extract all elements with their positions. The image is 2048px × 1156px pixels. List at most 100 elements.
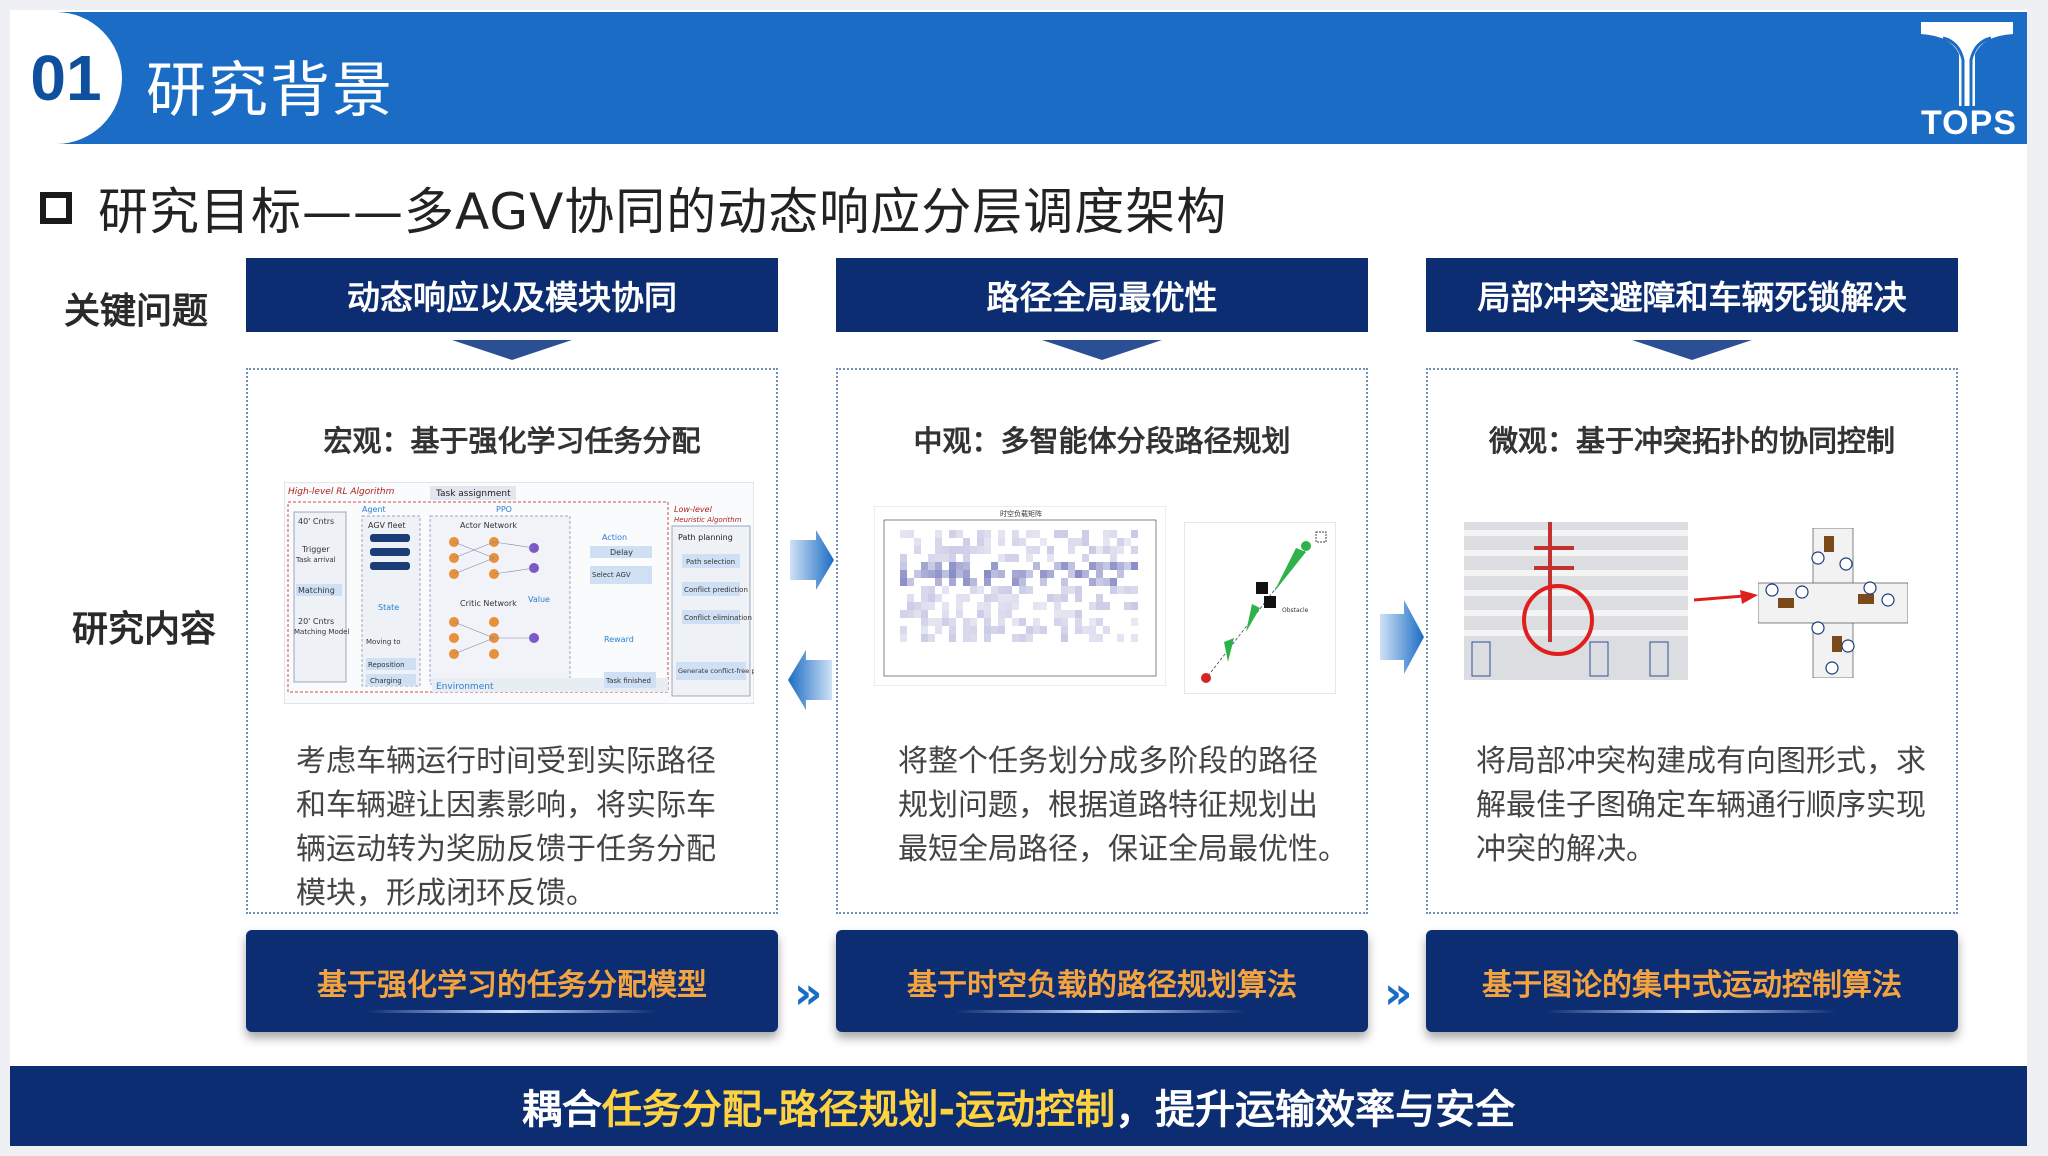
heatmap-cell (977, 586, 984, 594)
heatmap-cell (935, 546, 942, 554)
panel-meso: 中观：多智能体分段路径规划 时空负载矩阵 Obstacle 将整个任务划分成多阶… (836, 368, 1368, 914)
double-chevron-icon: » (1384, 968, 1413, 1019)
fig1-environment: Environment (436, 682, 494, 692)
heatmap-cell (998, 586, 1005, 594)
heatmap-cell (991, 626, 998, 634)
fig1-reposition: Reposition (368, 661, 405, 669)
heatmap-cell (935, 530, 942, 538)
down-arrow-icon (1042, 340, 1162, 360)
heatmap-cell (1033, 602, 1040, 610)
heatmap-cell (1061, 530, 1068, 538)
fig1-ppo: PPO (496, 505, 512, 514)
heatmap-cell (984, 594, 991, 602)
heatmap-cell (970, 626, 977, 634)
heatmap-cell (977, 610, 984, 618)
heatmap-cell (984, 546, 991, 554)
heatmap-cell (1096, 546, 1103, 554)
heatmap-figure: 时空负载矩阵 (874, 506, 1166, 686)
heatmap-cell (1026, 546, 1033, 554)
heatmap-cell (1082, 570, 1089, 578)
heatmap-cell (900, 626, 907, 634)
fig1-select-agv: Select AGV (592, 571, 631, 579)
fig1-cntrs20: 20' Cntrs (298, 617, 334, 626)
heatmap-cell (1117, 538, 1124, 546)
heatmap-cell (998, 538, 1005, 546)
heatmap-cell (970, 618, 977, 626)
square-bullet-icon (40, 192, 72, 224)
heatmap-cell (900, 554, 907, 562)
heatmap-cell (991, 594, 998, 602)
heatmap-cell (1117, 562, 1124, 570)
text-line: 将整个任务划分成多阶段的路径 (898, 744, 1318, 779)
heatmap-cell (1103, 562, 1110, 570)
heatmap-cell (900, 570, 907, 578)
slide: 01 研究背景 TOPS 研究目标——多AGV协同的动态响应分层调度架构 关键问… (10, 10, 2027, 1146)
heatmap-cell (942, 610, 949, 618)
heatmap-cell (900, 562, 907, 570)
heatmap-cell (1012, 578, 1019, 586)
heatmap-cell (1026, 586, 1033, 594)
heatmap-cell (977, 546, 984, 554)
heatmap-title: 时空负载矩阵 (1000, 509, 1042, 518)
text-line: 将局部冲突构建成有向图形式，求 (1476, 744, 1926, 779)
heatmap-cell (1040, 570, 1047, 578)
fig1-task-assignment: Task assignment (435, 489, 511, 499)
heatmap-cell (1033, 530, 1040, 538)
obstacle-label: Obstacle (1282, 607, 1309, 614)
heatmap-cell (928, 634, 935, 642)
header-bar: 01 研究背景 TOPS (10, 12, 2027, 144)
heatmap-cell (956, 562, 963, 570)
heatmap-cell (963, 634, 970, 642)
heatmap-cell (1103, 546, 1110, 554)
heatmap-cell (1012, 602, 1019, 610)
heatmap-cell (956, 610, 963, 618)
subtitle-text: 研究目标——多AGV协同的动态响应分层调度架构 (98, 183, 1228, 241)
heatmap-cell (921, 634, 928, 642)
heatmap-cell (1012, 570, 1019, 578)
fig1-agv-fleet: AGV fleet (368, 521, 406, 530)
heatmap-cell (928, 618, 935, 626)
heatmap-cell (1068, 538, 1075, 546)
path-map-figure: Obstacle (1184, 522, 1336, 694)
fig1-generate: Generate conflict-free path (678, 667, 754, 675)
heatmap-cell (935, 618, 942, 626)
heatmap-cell (1005, 602, 1012, 610)
heatmap-cell (1131, 562, 1138, 570)
heatmap-cell (998, 530, 1005, 538)
heatmap-cell (1096, 618, 1103, 626)
heatmap-cell (1096, 578, 1103, 586)
text-line: 解最佳子图确定车辆通行顺序实现 (1476, 788, 1926, 823)
heatmap-cell (1089, 562, 1096, 570)
heatmap-cell (1005, 554, 1012, 562)
heatmap-cell (1103, 602, 1110, 610)
fig1-conflict-elimination: Conflict elimination (684, 614, 752, 622)
panel-meso-text: 将整个任务划分成多阶段的路径 规划问题，根据道路特征规划出 最短全局路径，保证全… (898, 740, 1348, 872)
key-issue-label: 关键问题 (64, 291, 209, 332)
heatmap-cell (1047, 570, 1054, 578)
heatmap-cell (921, 570, 928, 578)
heatmap-cell (1082, 554, 1089, 562)
research-label: 研究内容 (72, 609, 217, 650)
heatmap-cell (984, 578, 991, 586)
heatmap-cell (1117, 634, 1124, 642)
fig1-conflict-prediction: Conflict prediction (684, 586, 748, 594)
algorithm-3: 基于图论的集中式运动控制算法 (1482, 968, 1902, 1003)
heatmap-cell (900, 530, 907, 538)
heatmap-cell (956, 570, 963, 578)
heatmap-cell (956, 602, 963, 610)
logo-text: TOPS (1921, 104, 2017, 142)
heatmap-cell (1054, 530, 1061, 538)
heatmap-cell (998, 602, 1005, 610)
fig1-trigger: Trigger (301, 545, 330, 554)
underline-glow (1546, 1010, 1836, 1013)
fig1-moving: Moving to (366, 638, 401, 646)
heatmap-cell (921, 618, 928, 626)
heatmap-cell (1068, 610, 1075, 618)
heatmap-cell (1047, 594, 1054, 602)
algorithm-box-1: 基于强化学习的任务分配模型 (246, 930, 778, 1032)
heatmap-cell (1040, 538, 1047, 546)
panel-macro-heading: 宏观：基于强化学习任务分配 (323, 424, 701, 458)
heatmap-cell (1061, 610, 1068, 618)
panel-micro-heading: 微观：基于冲突拓扑的协同控制 (1488, 424, 1895, 458)
heatmap-cell (1012, 618, 1019, 626)
